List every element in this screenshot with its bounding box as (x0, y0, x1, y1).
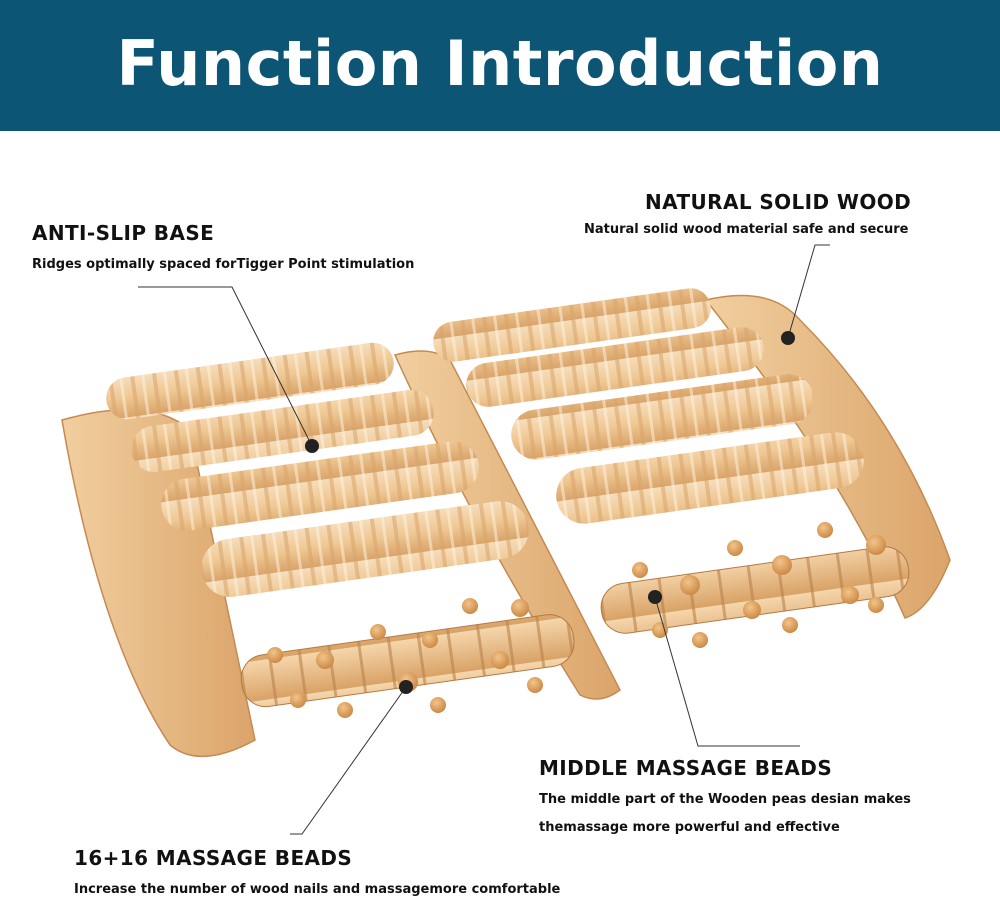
middle-massage-beads-description: The middle part of the Wooden peas desia… (539, 786, 911, 842)
massage-beads-16-16-title: 16+16 MASSAGE BEADS (74, 846, 353, 870)
middle-massage-beads-line-1: The middle part of the Wooden peas desia… (539, 792, 911, 807)
dot-16-16-beads (399, 680, 413, 694)
massage-beads-16-16-description: Increase the number of wood nails and ma… (74, 882, 561, 897)
leader-natural-solid-wood (787, 244, 830, 339)
middle-massage-beads-title: MIDDLE MASSAGE BEADS (539, 756, 833, 780)
leader-16-16-beads (290, 686, 407, 835)
dot-anti-slip-base (305, 439, 319, 453)
natural-solid-wood-title: NATURAL SOLID WOOD (645, 190, 912, 214)
left-ridged-rollers (106, 342, 529, 597)
dot-natural-solid-wood (781, 331, 795, 345)
foot-massager-illustration (61, 244, 951, 835)
leader-middle-massage-beads (654, 596, 800, 747)
leader-dots (305, 331, 795, 694)
left-bead-roller (240, 614, 575, 708)
product-stage (0, 131, 1000, 917)
page-title: Function Introduction (116, 27, 884, 100)
leader-anti-slip-base (138, 286, 313, 447)
anti-slip-base-title: ANTI-SLIP BASE (32, 221, 215, 245)
dot-middle-massage-beads (648, 590, 662, 604)
right-ridged-rollers (433, 288, 864, 524)
header-banner: Function Introduction (0, 0, 1000, 131)
natural-solid-wood-description: Natural solid wood material safe and sec… (584, 222, 909, 237)
anti-slip-base-description: Ridges optimally spaced forTigger Point … (32, 257, 415, 272)
leader-lines (138, 244, 830, 835)
right-bead-nubs (632, 522, 886, 648)
middle-massage-beads-line-2: themassage more powerful and effective (539, 820, 840, 835)
right-bead-roller (600, 546, 910, 634)
